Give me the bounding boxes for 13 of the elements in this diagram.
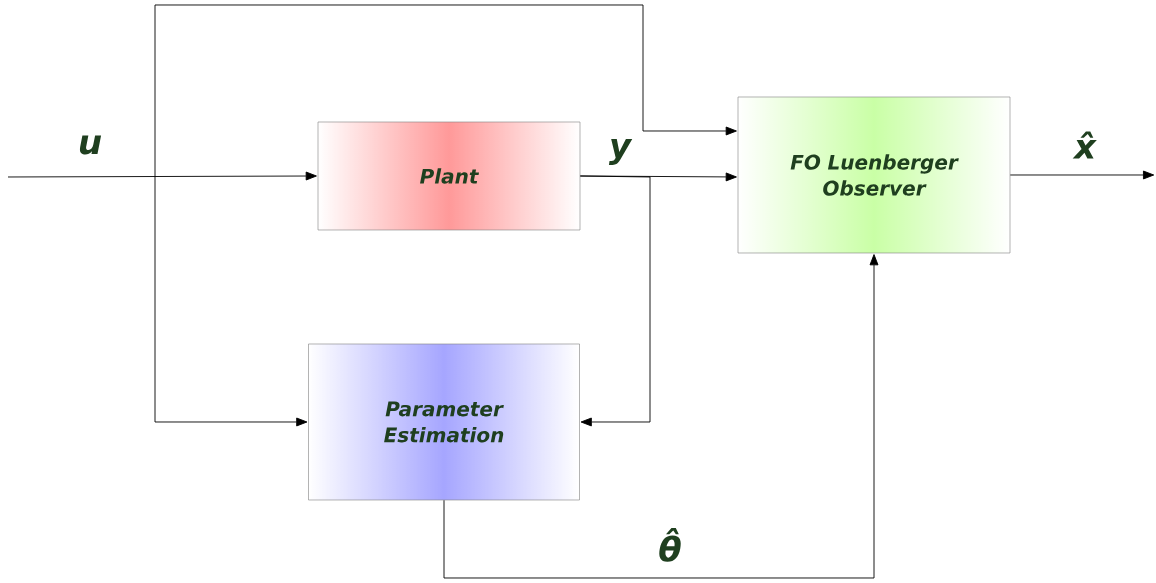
arrow <box>154 176 308 427</box>
edge-label: y <box>608 139 633 165</box>
edge-label: u <box>79 135 102 155</box>
edge-label: x̂ <box>1072 131 1097 159</box>
arrow <box>154 4 737 178</box>
arrow <box>7 171 317 181</box>
arrow <box>1009 170 1155 180</box>
arrow <box>443 254 879 579</box>
arrow <box>579 175 651 427</box>
edge-label: θ̂ <box>659 528 681 562</box>
process-box: Plant <box>317 121 581 231</box>
process-box: FO Luenberger Observer <box>737 96 1011 254</box>
process-box: Parameter Estimation <box>308 343 580 501</box>
